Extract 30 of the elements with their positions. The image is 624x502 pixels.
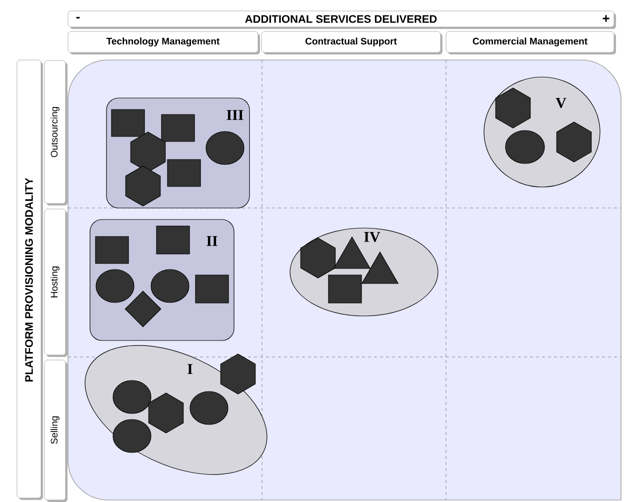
small-hexagon [220,354,256,394]
row-header: Selling [44,360,68,502]
small-circle [96,269,134,303]
header-bar: - ADDITIONAL SERVICES DELIVERED + [68,10,616,29]
row-header: Outsourcing [44,60,68,206]
row-header: Hosting [44,208,68,357]
small-square [111,109,145,137]
small-hexagon [125,166,161,206]
small-circle [190,391,228,425]
small-square [167,159,201,187]
small-hexagon [556,122,592,162]
small-circle [206,131,244,165]
small-square [95,236,129,264]
small-circle [112,380,152,414]
small-circle [150,269,190,303]
small-square [156,226,190,254]
small-hexagon [495,88,531,128]
small-square [328,274,362,304]
side-bar: PLATFORM PROVISIONING MODALITY [16,60,43,500]
column-header: Technology Management [68,31,260,54]
small-circle [505,130,545,164]
small-square [195,274,229,304]
column-header: Commercial Management [446,31,616,54]
column-header: Contractual Support [261,31,442,54]
small-hexagon [300,238,336,278]
small-square [161,114,195,142]
small-diamond [124,290,162,328]
small-hexagon [148,392,184,434]
small-circle [112,419,152,453]
small-hexagon [130,132,166,172]
